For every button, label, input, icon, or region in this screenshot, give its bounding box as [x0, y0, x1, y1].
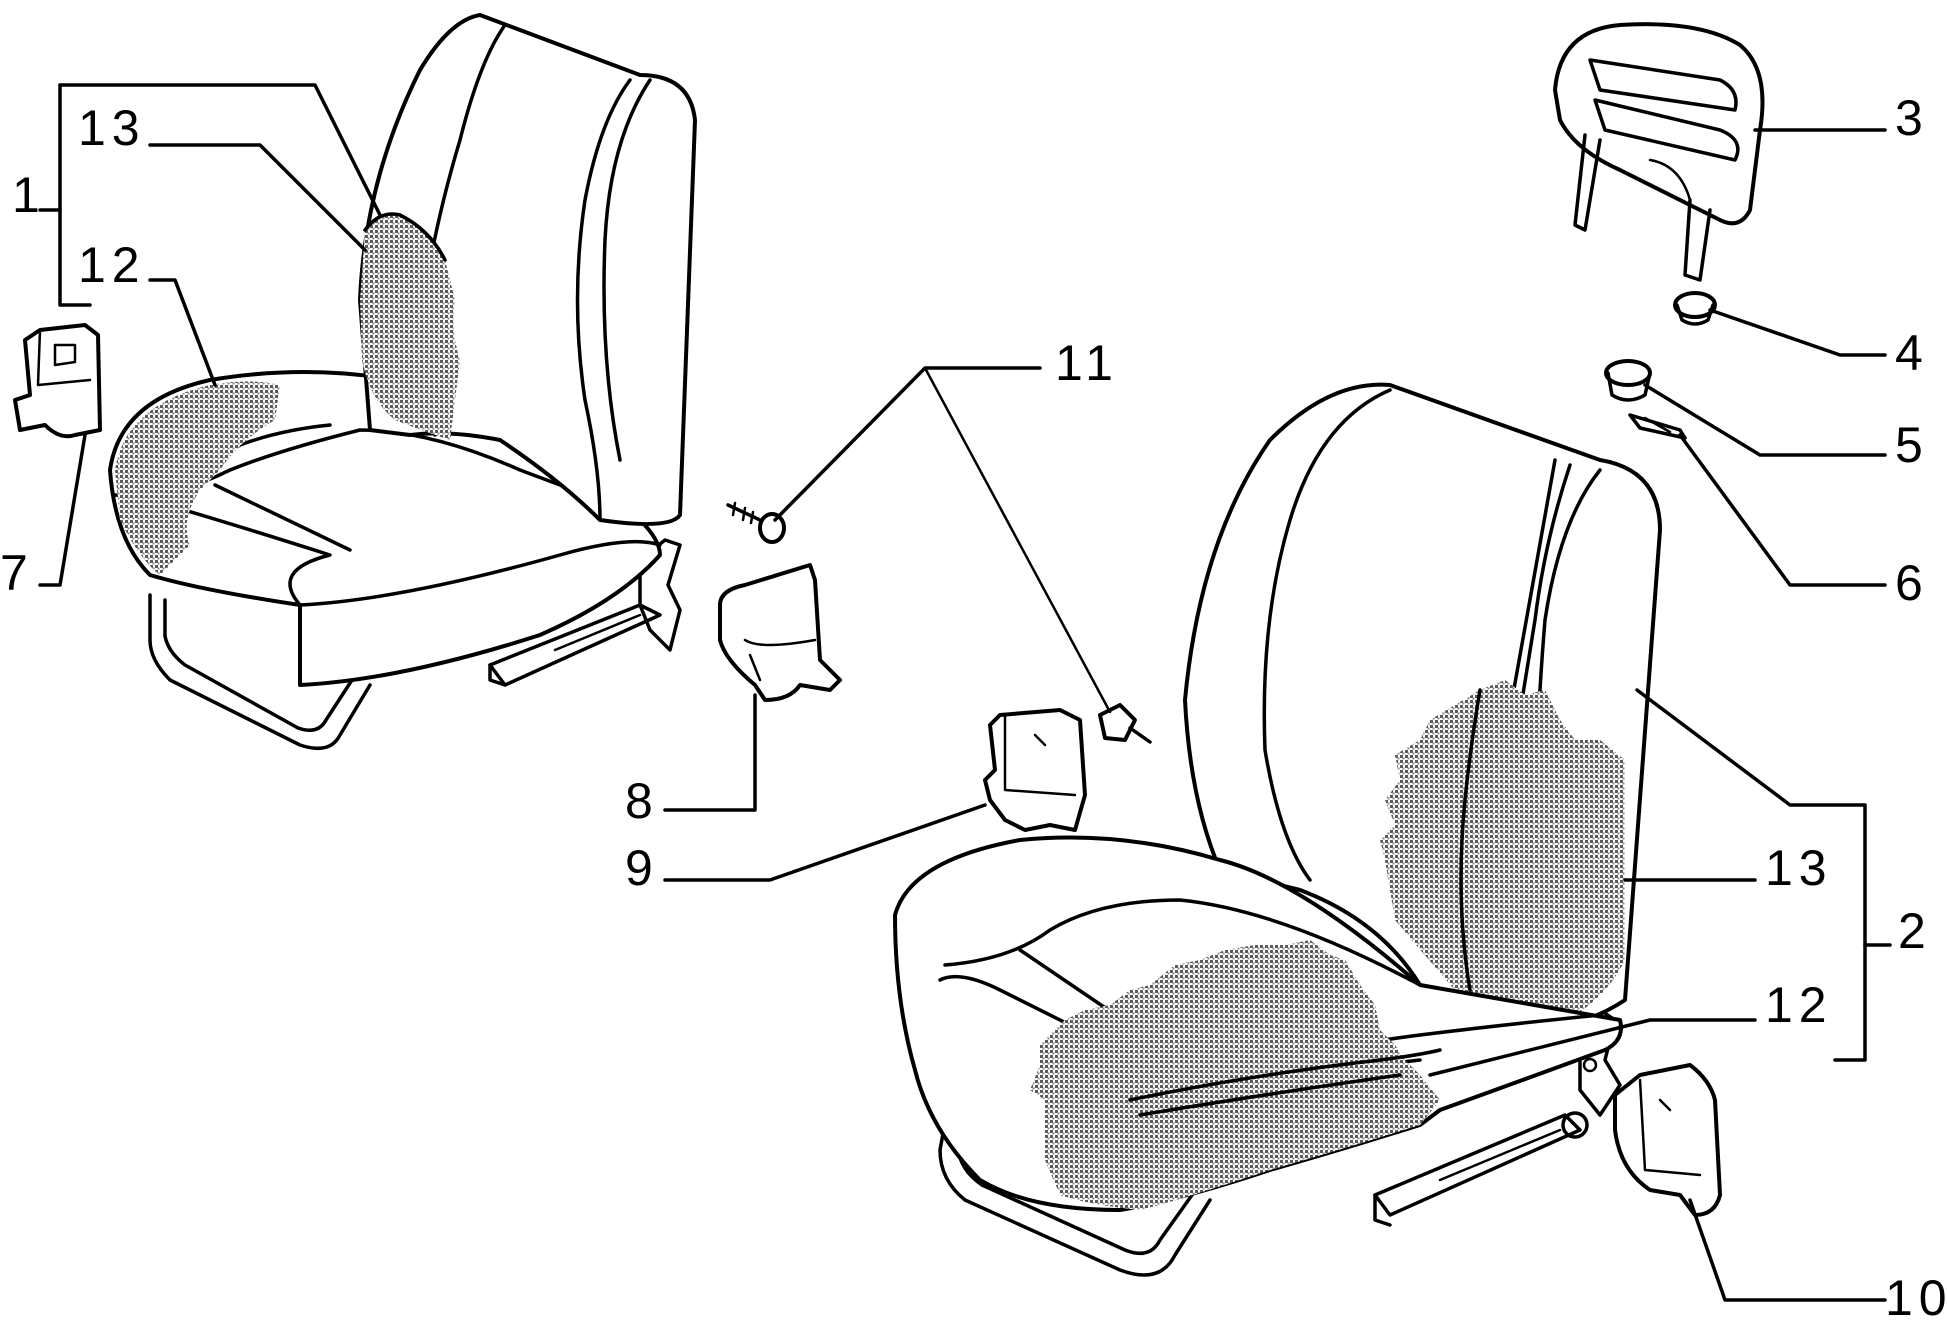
leader-12-right: [1428, 1018, 1757, 1077]
callout-7: 7: [0, 545, 34, 601]
leader-7: [38, 433, 87, 587]
callout-8: 8: [625, 773, 659, 829]
bracket-1: [58, 83, 382, 217]
callout-10: 10: [1885, 1270, 1947, 1326]
left-seat-cushion-hatched: [115, 381, 280, 575]
left-seat-rail: [488, 603, 662, 687]
leader-6: [1678, 433, 1887, 587]
part-5-bush: [1604, 359, 1652, 402]
leader-11: [773, 366, 1042, 522]
callout-12-right: 12: [1765, 977, 1833, 1033]
left-seat-illustration: [108, 13, 697, 751]
right-seat-backrest-hatched: [1380, 680, 1625, 1025]
leader-lines: [38, 83, 1892, 1302]
callout-1: 1: [12, 167, 46, 223]
part-6-clip: [1628, 413, 1687, 440]
bracket-2: [1635, 688, 1867, 1062]
left-seat-recliner: [638, 538, 682, 652]
leader-5: [1643, 383, 1887, 457]
part-7-side-cover-left: [13, 323, 102, 439]
callout-13-right: 13: [1765, 840, 1833, 896]
right-seat-illustration: [893, 382, 1662, 1277]
right-seat-cushion-hatched: [1030, 940, 1440, 1210]
leader-8: [663, 693, 757, 812]
callout-9: 9: [625, 840, 659, 896]
right-seat-frame: [938, 1093, 1212, 1277]
leader-9: [663, 803, 987, 882]
left-seat-frame: [148, 593, 372, 751]
part-3-headrest: [1553, 22, 1765, 282]
part-9-side-cover: [983, 708, 1087, 832]
leader-13-left: [148, 143, 367, 252]
callout-3: 3: [1895, 90, 1929, 146]
callout-6: 6: [1895, 555, 1929, 611]
callout-13-left: 13: [78, 100, 146, 156]
callout-labels: 1 13 12 7 11 8 9 3 4 5 6 2 13 12 10: [0, 90, 1947, 1326]
callout-4: 4: [1895, 325, 1929, 381]
leader-10: [1688, 1198, 1887, 1302]
part-10-side-cover: [1613, 1063, 1722, 1217]
callout-5: 5: [1895, 417, 1929, 473]
callout-2: 2: [1898, 903, 1932, 959]
callout-11: 11: [1055, 335, 1119, 391]
right-seat-rail: [1373, 1113, 1582, 1217]
left-seat-backrest-hatched: [360, 214, 460, 440]
leader-12-left: [148, 278, 217, 387]
callout-12-left: 12: [78, 237, 146, 293]
part-11-screw-upper: [726, 501, 786, 544]
part-11-screw-lower: [1098, 703, 1152, 744]
part-8-side-cover: [718, 563, 842, 702]
leader-4: [1708, 308, 1887, 357]
part-4-headrest-guide: [1673, 291, 1717, 326]
